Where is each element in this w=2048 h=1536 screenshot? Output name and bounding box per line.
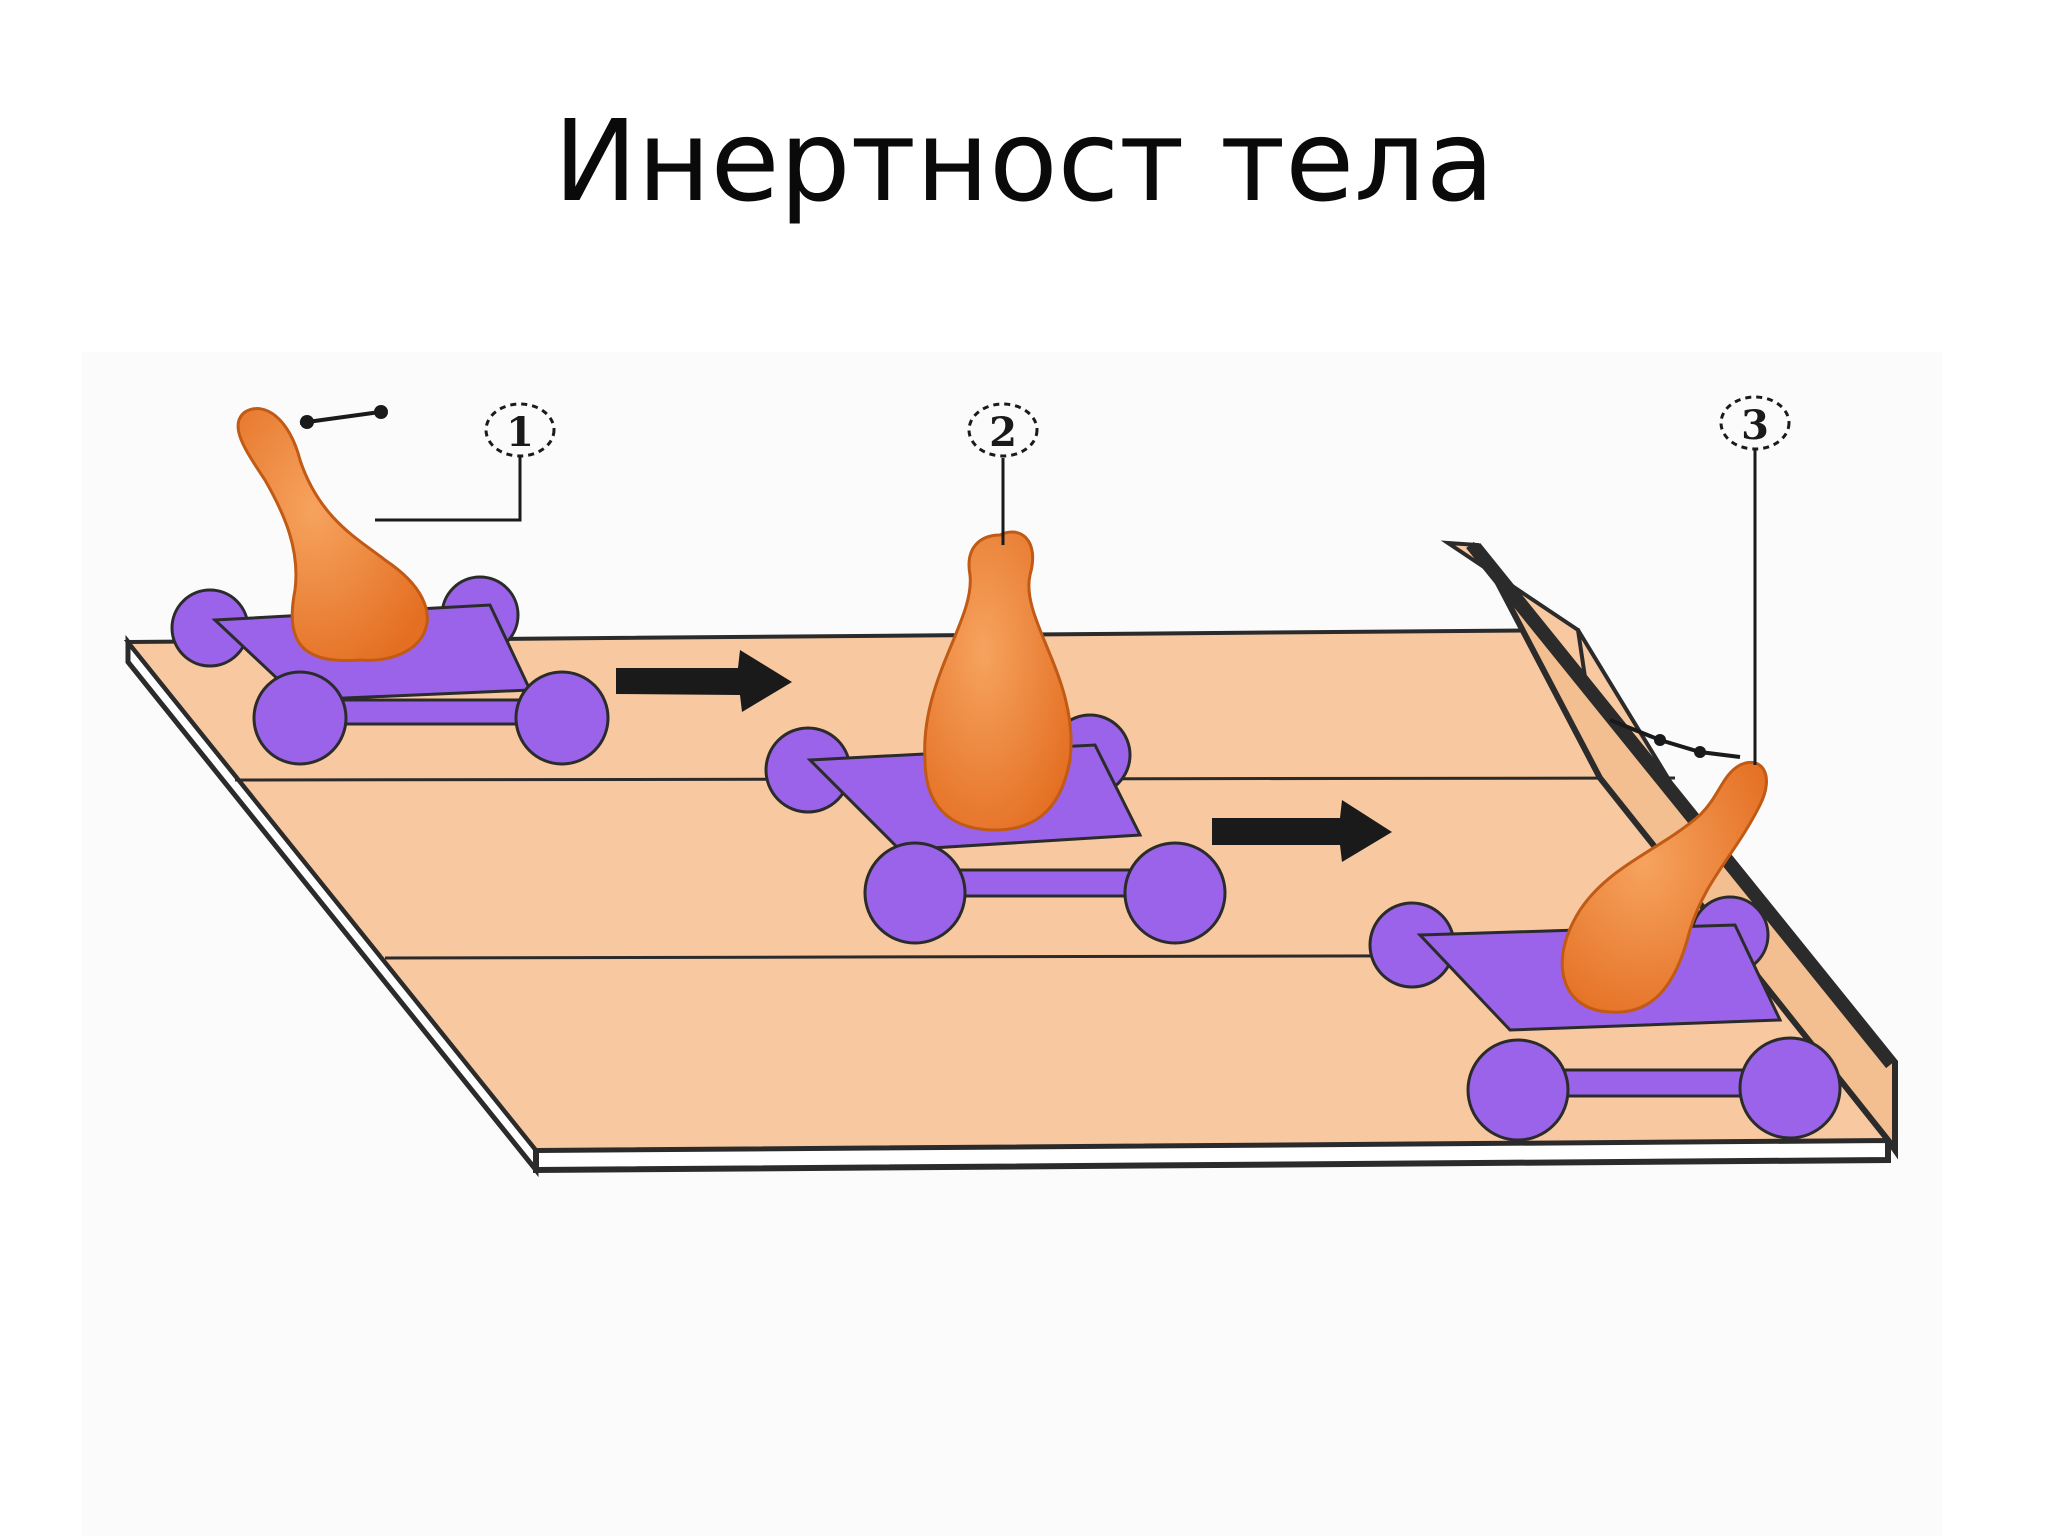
cart-2-label-circle [967, 402, 1039, 458]
cart-1-motion-dot [300, 415, 314, 429]
cart-3-wheel [1466, 1038, 1570, 1142]
cart-1: 1 [170, 402, 610, 766]
cart-3-label: 3 [1741, 402, 1769, 449]
cart-1-wheel [252, 670, 348, 766]
cart-2-pin [923, 530, 1073, 832]
cart-1-wheel [514, 670, 610, 766]
cart-3-wheel [1738, 1036, 1842, 1140]
cart-3-label-circle [1719, 395, 1791, 451]
cart-3-pin [1560, 760, 1768, 1014]
cart-1-leader-line [375, 455, 522, 522]
cart-2-wheel [1123, 841, 1227, 945]
cart-2-label: 2 [989, 409, 1017, 456]
motion-arrow [1212, 800, 1392, 862]
cart-3-motion-dot [1654, 734, 1666, 746]
side-rail-shadow [1466, 541, 1894, 1069]
cart-3-motion-mark [1609, 718, 1741, 759]
cart-2: 2 [764, 402, 1227, 945]
cart-3: 3 [1368, 395, 1842, 1142]
cart-1-motion-dot [374, 405, 388, 419]
cart-3-motion-dot [1694, 746, 1706, 758]
cart-1-pin [236, 407, 429, 663]
cart-1-label: 1 [506, 409, 534, 456]
motion-arrow [616, 650, 792, 712]
cart-1-label-circle [484, 402, 556, 458]
slide-title: Инертност тела [553, 97, 1495, 227]
cart-2-wheel [863, 841, 967, 945]
